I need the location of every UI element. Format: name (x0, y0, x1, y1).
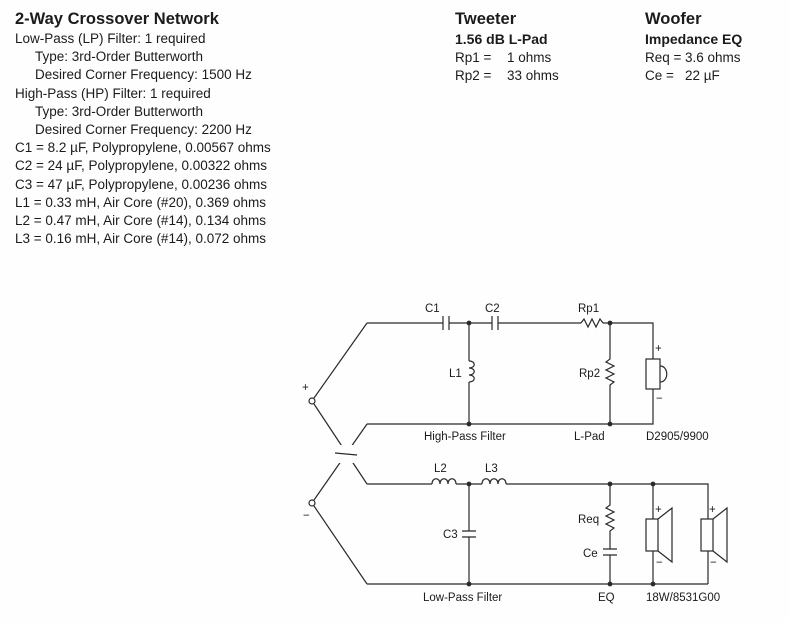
lp-freq-line: Desired Corner Frequency: 1500 Hz (35, 67, 252, 83)
ce-label: Ce = (645, 68, 674, 84)
rp1-value: 1 ohms (507, 50, 552, 65)
c3-label: C3 (443, 529, 458, 541)
req-label-schematic: Req (578, 514, 599, 526)
woofer1-plus-label: + (655, 504, 662, 516)
ce-capacitor (603, 548, 617, 556)
rp2-resistor (604, 323, 616, 424)
woofer2-plus-label: + (709, 504, 716, 516)
req-row: Req = 3.6 ohms (645, 49, 742, 67)
woofer-subtitle: Impedance EQ (645, 31, 743, 47)
tweeter-speaker-icon (645, 358, 668, 390)
minus-terminal (308, 499, 316, 507)
ce-row: Ce = 22 µF (645, 67, 742, 85)
l2-inductor (431, 478, 457, 485)
woofer-spec: Woofer Impedance EQ Req = 3.6 ohms Ce = … (645, 8, 742, 85)
ce-value: 22 µF (685, 68, 720, 84)
lp-filter-line: Low-Pass (LP) Filter: 1 required (15, 31, 206, 46)
component-c3: C3 = 47 µF, Polypropylene, 0.00236 ohms (15, 176, 268, 192)
c1-label: C1 (425, 303, 440, 315)
rp2-label: Rp2 = (455, 68, 492, 84)
c3-capacitor (462, 530, 476, 538)
l1-inductor (468, 360, 475, 383)
lp-type-line: Type: 3rd-Order Butterworth (35, 49, 204, 65)
plus-input-label: + (302, 382, 309, 394)
spec-title: 2-Way Crossover Network (15, 10, 219, 28)
c2-label: C2 (485, 303, 500, 315)
rp2-row: Rp2 = 33 ohms (455, 67, 559, 85)
woofer-title: Woofer (645, 10, 702, 28)
woofer-model-caption: 18W/8531G00 (646, 592, 720, 604)
l2-label: L2 (434, 463, 447, 475)
tweeter-title: Tweeter (455, 10, 517, 28)
input-wiring (308, 322, 368, 585)
hp-freq-line: Desired Corner Frequency: 2200 Hz (35, 122, 252, 138)
lpad-caption: L-Pad (574, 431, 605, 443)
woofer1-minus-label: − (656, 557, 663, 569)
c1-capacitor (442, 316, 450, 330)
component-l1: L1 = 0.33 mH, Air Core (#20), 0.369 ohms (15, 194, 267, 210)
tweeter-plus-label: + (655, 343, 662, 355)
high-pass-section (367, 316, 654, 427)
low-pass-section (367, 478, 709, 587)
high-pass-caption: High-Pass Filter (424, 431, 506, 443)
hp-type-line: Type: 3rd-Order Butterworth (35, 103, 204, 119)
c2-capacitor (491, 316, 499, 330)
rp1-label: Rp1 = (455, 50, 492, 65)
component-c2: C2 = 24 µF, Polypropylene, 0.00322 ohms (15, 158, 268, 174)
req-resistor (604, 484, 616, 549)
req-value: 3.6 ohms (685, 50, 741, 65)
minus-input-label: − (303, 510, 310, 522)
component-l2: L2 = 0.47 mH, Air Core (#14), 0.134 ohms (15, 213, 267, 229)
woofer2-minus-label: − (710, 557, 717, 569)
woofer-speaker-icon-2 (700, 506, 728, 564)
woofer-speaker-icon (645, 506, 673, 564)
rp1-row: Rp1 = 1 ohms (455, 49, 559, 67)
plus-terminal (308, 397, 316, 405)
rp1-label-schematic: Rp1 (578, 303, 599, 315)
component-l3: L3 = 0.16 mH, Air Core (#14), 0.072 ohms (15, 231, 267, 247)
tweeter-spec: Tweeter 1.56 dB L-Pad Rp1 = 1 ohms Rp2 =… (455, 8, 559, 85)
rp2-label-schematic: Rp2 (579, 368, 600, 380)
tweeter-model-caption: D2905/9900 (646, 431, 709, 443)
l3-inductor (481, 478, 507, 485)
component-c1: C1 = 8.2 µF, Polypropylene, 0.00567 ohms (15, 140, 271, 156)
ce-label-schematic: Ce (583, 548, 598, 560)
low-pass-caption: Low-Pass Filter (423, 592, 502, 604)
rp1-resistor (580, 317, 604, 329)
tweeter-subtitle: 1.56 dB L-Pad (455, 31, 548, 47)
eq-caption: EQ (598, 592, 615, 604)
req-label: Req = (645, 50, 682, 65)
l3-label: L3 (485, 463, 498, 475)
l1-label: L1 (449, 368, 462, 380)
rp2-value: 33 ohms (507, 68, 559, 84)
hp-filter-line: High-Pass (HP) Filter: 1 required (15, 85, 211, 101)
crossover-spec: 2-Way Crossover Network Low-Pass (LP) Fi… (15, 8, 271, 248)
tweeter-minus-label: − (656, 393, 663, 405)
